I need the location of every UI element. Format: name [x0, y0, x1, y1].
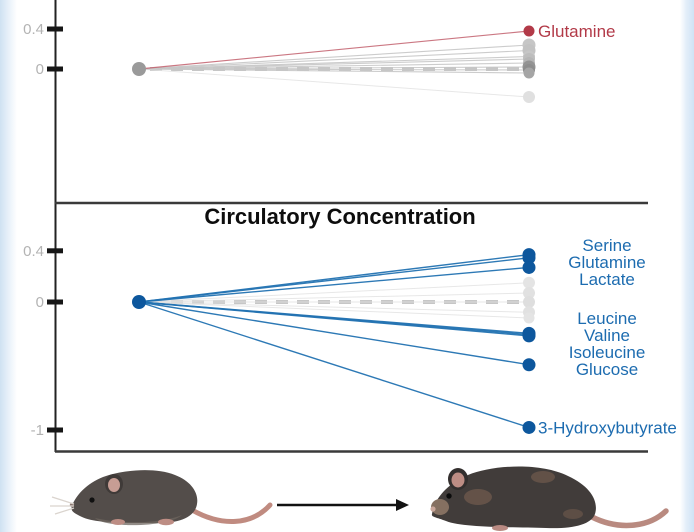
metabolite-label-leucine: Leucine — [577, 309, 637, 328]
slope-line — [138, 44, 530, 70]
metabolite-label-serine: Serine — [582, 236, 631, 255]
slope-line-glutamine — [138, 257, 530, 303]
slope-line-glucose — [138, 301, 530, 366]
metabolite-label-3-hydroxybutyrate: 3-Hydroxybutyrate — [538, 418, 677, 437]
right-arrow-icon — [277, 499, 409, 511]
end-dot-3-hydroxybutyrate — [522, 420, 536, 434]
metabolite-label-lactate: Lactate — [579, 270, 635, 289]
chart-layer: 0.40Glutamine0.40-1SerineGlutamineLactat… — [23, 0, 677, 453]
metabolite-label-glutamine: Glutamine — [568, 253, 645, 272]
y-tick-label: 0 — [36, 61, 44, 78]
end-dot — [523, 296, 535, 308]
end-dot-isoleucine — [522, 329, 536, 343]
slope-line-glutamine — [138, 30, 530, 70]
metabolite-label-isoleucine: Isoleucine — [569, 343, 646, 362]
y-tick-label: -1 — [31, 422, 44, 439]
aged-mouse-icon — [430, 466, 669, 531]
origin-dot — [132, 62, 146, 76]
slope-line — [138, 68, 530, 98]
origin-dot — [132, 295, 146, 309]
slope-line — [138, 301, 530, 313]
y-tick-label: 0 — [36, 294, 44, 311]
slope-line — [138, 49, 530, 70]
slope-line — [138, 62, 530, 70]
end-dot-glutamine — [523, 25, 535, 37]
end-dot — [523, 276, 535, 289]
slope-line-isoleucine — [138, 301, 530, 337]
slope-line-3-hydroxybutyrate — [138, 301, 530, 429]
end-dot-glucose — [522, 358, 536, 372]
end-dot — [523, 312, 535, 324]
slope-line-lactate — [138, 266, 530, 303]
end-dot — [523, 287, 535, 300]
y-tick-label: 0.4 — [23, 21, 44, 38]
slope-line — [138, 68, 530, 74]
slope-line — [138, 301, 530, 319]
metabolite-label-valine: Valine — [584, 326, 630, 345]
end-dot-lactate — [522, 260, 536, 274]
y-tick-label: 0.4 — [23, 243, 44, 260]
slope-line — [138, 282, 530, 303]
metabolite-label-glutamine: Glutamine — [538, 22, 615, 41]
bottom-panel-title: Circulatory Concentration — [204, 204, 476, 229]
slope-line — [138, 58, 530, 70]
end-dot — [523, 67, 535, 79]
slope-line — [138, 292, 530, 303]
metabolite-label-glucose: Glucose — [576, 360, 638, 379]
young-mouse-icon — [50, 470, 273, 526]
end-dot-glutamine — [522, 251, 536, 265]
end-dot — [523, 91, 535, 103]
